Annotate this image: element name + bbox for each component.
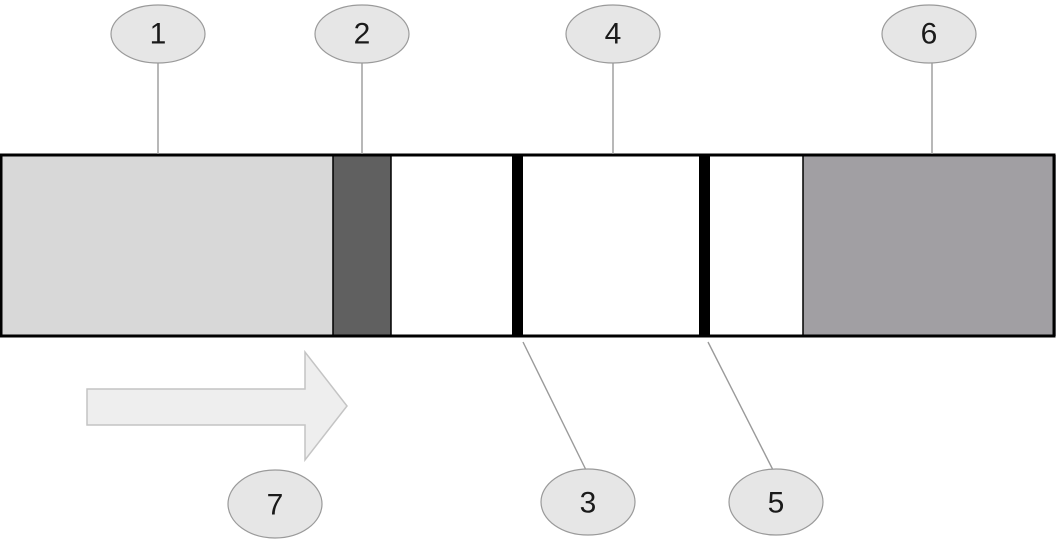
callouts: 1 2 3 4 5 6 7 [110,4,977,539]
membrane-segment-c [710,155,803,336]
callout-bubble [314,4,410,64]
callout-label: 5 [768,487,785,520]
callout-label: 6 [921,18,938,51]
leader-line-5 [707,341,774,471]
callout-7: 7 [227,469,323,539]
leader-lines [157,63,933,471]
callout-6: 6 [881,4,977,64]
callout-label: 7 [267,489,284,522]
right-arrow-icon [86,349,348,463]
membrane-segment-b [523,155,699,336]
callout-bubble [540,468,636,536]
callout-label: 2 [354,18,371,51]
absorbent-pad [803,155,1056,336]
callout-4: 4 [565,4,661,64]
callout-label: 1 [150,18,167,51]
callout-bubble [565,4,661,64]
callout-bubble [881,4,977,64]
test-line [512,155,523,336]
membrane-segment-a [391,155,512,336]
strip-outline [0,153,1056,338]
callout-label: 4 [605,18,622,51]
callout-bubble [227,469,323,539]
conjugate-pad [333,155,391,336]
callout-5: 5 [728,468,824,536]
callout-1: 1 [110,4,206,64]
callout-2: 2 [314,4,410,64]
callout-bubble [728,468,824,536]
sample-pad [0,155,333,336]
strip [0,153,1056,338]
leader-line-3 [522,341,587,471]
callout-3: 3 [540,468,636,536]
callout-bubble [110,4,206,64]
callout-label: 3 [580,487,597,520]
control-line [699,155,710,336]
